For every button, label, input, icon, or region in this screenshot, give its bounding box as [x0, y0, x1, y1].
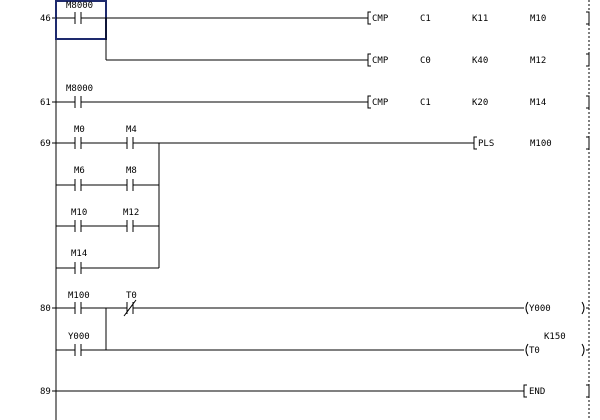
no-contact-icon[interactable] [74, 12, 82, 24]
step-number: 46 [40, 14, 51, 24]
timer-constant: K150 [544, 332, 566, 342]
contact-label: M10 [71, 208, 87, 218]
contact-label: M6 [74, 166, 85, 176]
contact-label: M14 [71, 249, 87, 259]
instruction-box[interactable]: CMP C1 K20 M14 [367, 95, 590, 109]
instruction-op: PLS [478, 139, 494, 149]
step-number: 89 [40, 387, 51, 397]
instruction-arg: M12 [530, 56, 546, 66]
instruction-arg: M10 [530, 14, 546, 24]
instruction-op: CMP [372, 14, 389, 24]
coil-label: Y000 [529, 304, 551, 314]
instruction-arg: M100 [530, 139, 552, 149]
contact-label: M8 [126, 166, 137, 176]
coil-label: T0 [529, 346, 540, 356]
contact-label: M12 [123, 208, 139, 218]
instruction-arg: C1 [420, 14, 431, 24]
no-contact-icon[interactable] [126, 137, 134, 149]
instruction-arg: K40 [472, 56, 488, 66]
instruction-box[interactable]: PLS M100 [473, 136, 590, 150]
no-contact-icon[interactable] [74, 96, 82, 108]
instruction-arg: C1 [420, 98, 431, 108]
step-number: 69 [40, 139, 51, 149]
output-coil[interactable]: Y000 [525, 301, 589, 315]
contact-label: M0 [74, 125, 85, 135]
instruction-arg: K20 [472, 98, 488, 108]
instruction-op: END [529, 387, 545, 397]
no-contact-icon[interactable] [74, 262, 82, 274]
instruction-op: CMP [372, 98, 389, 108]
instruction-arg: C0 [420, 56, 431, 66]
instruction-arg: K11 [472, 14, 488, 24]
no-contact-icon[interactable] [74, 179, 82, 191]
step-number: 61 [40, 98, 51, 108]
instruction-box[interactable]: CMP C0 K40 M12 [367, 53, 590, 67]
no-contact-icon[interactable] [126, 179, 134, 191]
no-contact-icon[interactable] [74, 302, 82, 314]
instruction-arg: M14 [530, 98, 546, 108]
contact-label: M4 [126, 125, 137, 135]
contact-label: M100 [68, 291, 90, 301]
contact-label: Y000 [68, 332, 90, 342]
contact-label: M8000 [66, 84, 93, 94]
no-contact-icon[interactable] [74, 137, 82, 149]
no-contact-icon[interactable] [126, 220, 134, 232]
step-number: 80 [40, 304, 51, 314]
no-contact-icon[interactable] [74, 344, 82, 356]
instruction-op: CMP [372, 56, 389, 66]
contact-label: T0 [126, 291, 137, 301]
timer-coil[interactable]: T0 [525, 343, 589, 357]
contact-label: M8000 [66, 1, 93, 11]
no-contact-icon[interactable] [74, 220, 82, 232]
instruction-box[interactable]: CMP C1 K11 M10 [367, 11, 590, 25]
instruction-box[interactable]: END [523, 384, 590, 398]
